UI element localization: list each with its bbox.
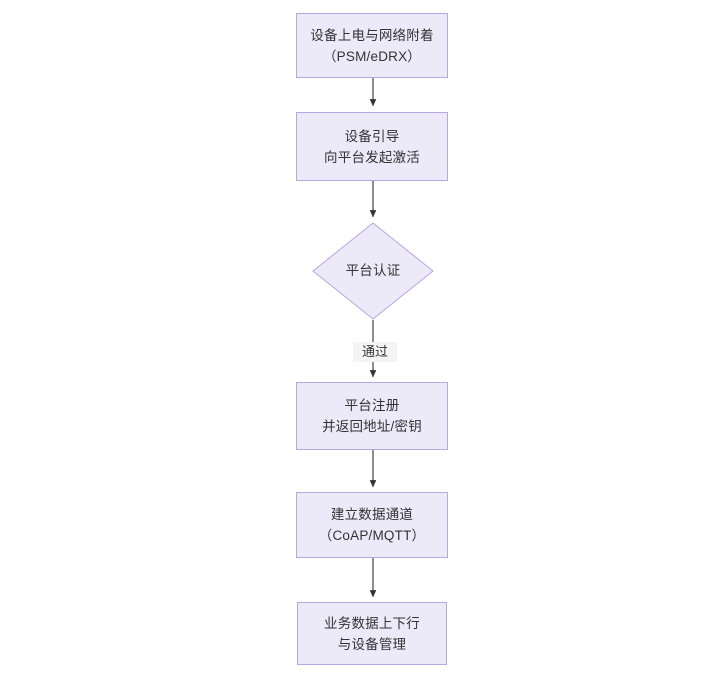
node-platform-auth-decision[interactable]: 平台认证 <box>312 222 434 320</box>
node-label-line1: 平台注册 <box>344 398 400 413</box>
node-label-line1: 设备引导 <box>344 128 400 144</box>
node-label-line2: 并返回地址/密钥 <box>322 419 422 434</box>
diamond-shape <box>312 222 434 320</box>
node-platform-register[interactable]: 平台注册 并返回地址/密钥 <box>296 382 448 450</box>
node-device-bootstrap[interactable]: 设备引导 向平台发起激活 <box>296 112 448 181</box>
node-label-line1: 平台认证 <box>345 263 401 278</box>
node-label-line2: （PSM/eDRX） <box>322 48 422 64</box>
node-device-power-on[interactable]: 设备上电与网络附着 （PSM/eDRX） <box>296 13 448 78</box>
node-label-line2: 与设备管理 <box>337 636 407 652</box>
node-label-line2: （CoAP/MQTT） <box>318 528 426 543</box>
edge-label-pass: 通过 <box>353 342 397 362</box>
node-label-line1: 设备上电与网络附着 <box>310 27 434 43</box>
node-label-line1: 业务数据上下行 <box>324 615 420 631</box>
node-label-line1: 建立数据通道 <box>330 507 414 522</box>
node-label-line2: 向平台发起激活 <box>324 149 420 165</box>
node-business-data-and-device-mgmt[interactable]: 业务数据上下行 与设备管理 <box>297 602 447 665</box>
node-establish-data-channel[interactable]: 建立数据通道 （CoAP/MQTT） <box>296 492 448 558</box>
